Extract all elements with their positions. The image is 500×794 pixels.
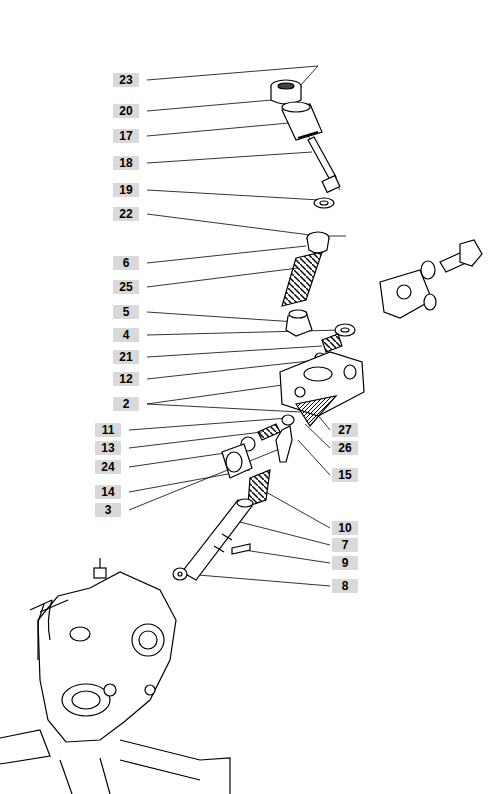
callout-number: 27 bbox=[332, 423, 358, 437]
callout-number: 19 bbox=[113, 183, 139, 197]
callout-number: 22 bbox=[113, 207, 139, 221]
callout-number: 14 bbox=[95, 485, 121, 499]
callout-number: 13 bbox=[95, 441, 121, 455]
callout-number: 2 bbox=[113, 397, 139, 411]
callout-number: 3 bbox=[95, 503, 121, 517]
callout-number: 25 bbox=[113, 280, 139, 294]
callout-number: 24 bbox=[95, 460, 121, 474]
callout-number: 10 bbox=[332, 521, 358, 535]
callout-number: 20 bbox=[113, 104, 139, 118]
callout-number: 11 bbox=[95, 423, 121, 437]
callout-number: 4 bbox=[113, 328, 139, 342]
callout-number: 9 bbox=[332, 556, 358, 570]
callout-number: 6 bbox=[113, 256, 139, 270]
callout-number: 8 bbox=[332, 579, 358, 593]
callout-number: 15 bbox=[332, 468, 358, 482]
callout-number: 7 bbox=[332, 538, 358, 552]
callout-number: 26 bbox=[332, 441, 358, 455]
callout-number: 5 bbox=[113, 305, 139, 319]
callout-number: 17 bbox=[113, 129, 139, 143]
callout-number: 23 bbox=[113, 73, 139, 87]
callout-number: 21 bbox=[113, 350, 139, 364]
callout-number: 18 bbox=[113, 156, 139, 170]
callout-number: 12 bbox=[113, 372, 139, 386]
